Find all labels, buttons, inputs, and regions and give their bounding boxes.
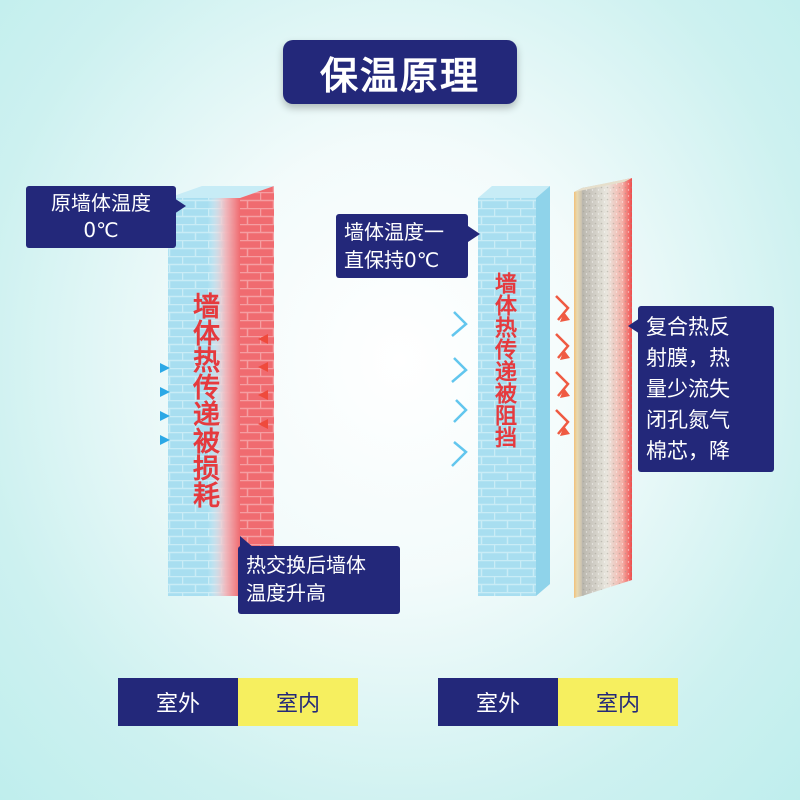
right-heat-arrows bbox=[555, 295, 570, 436]
legend-indoor: 室内 bbox=[238, 678, 358, 726]
right-wall-temp-callout: 墙体温度一 直保持0℃ bbox=[336, 214, 468, 278]
legend-outdoor: 室外 bbox=[438, 678, 558, 726]
left-wall-label: 墙体热传递被损耗 bbox=[188, 292, 219, 508]
callout-tail bbox=[628, 318, 640, 334]
callout-tail bbox=[468, 226, 480, 242]
right-legend: 室外 室内 bbox=[438, 678, 678, 726]
legend-outdoor: 室外 bbox=[118, 678, 238, 726]
left-cold-arrows bbox=[122, 363, 170, 445]
insulation-description-callout: 复合热反 射膜，热 量少流失 闭孔氮气 棉芯，降 bbox=[638, 306, 774, 472]
left-legend: 室外 室内 bbox=[118, 678, 358, 726]
left-temp-rise-callout: 热交换后墙体 温度升高 bbox=[238, 546, 400, 614]
right-cold-arrows bbox=[451, 311, 468, 467]
right-wall-label: 墙体热传递被阻挡 bbox=[491, 272, 516, 448]
legend-indoor: 室内 bbox=[558, 678, 678, 726]
left-wall bbox=[168, 186, 274, 596]
right-wall bbox=[478, 186, 550, 596]
insulation-panel bbox=[574, 178, 632, 598]
callout-tail bbox=[240, 536, 254, 548]
left-original-temp-callout: 原墙体温度 0℃ bbox=[26, 186, 176, 248]
callout-tail bbox=[174, 198, 186, 214]
left-heat-arrows bbox=[258, 334, 304, 429]
page-title: 保温原理 bbox=[283, 40, 517, 104]
